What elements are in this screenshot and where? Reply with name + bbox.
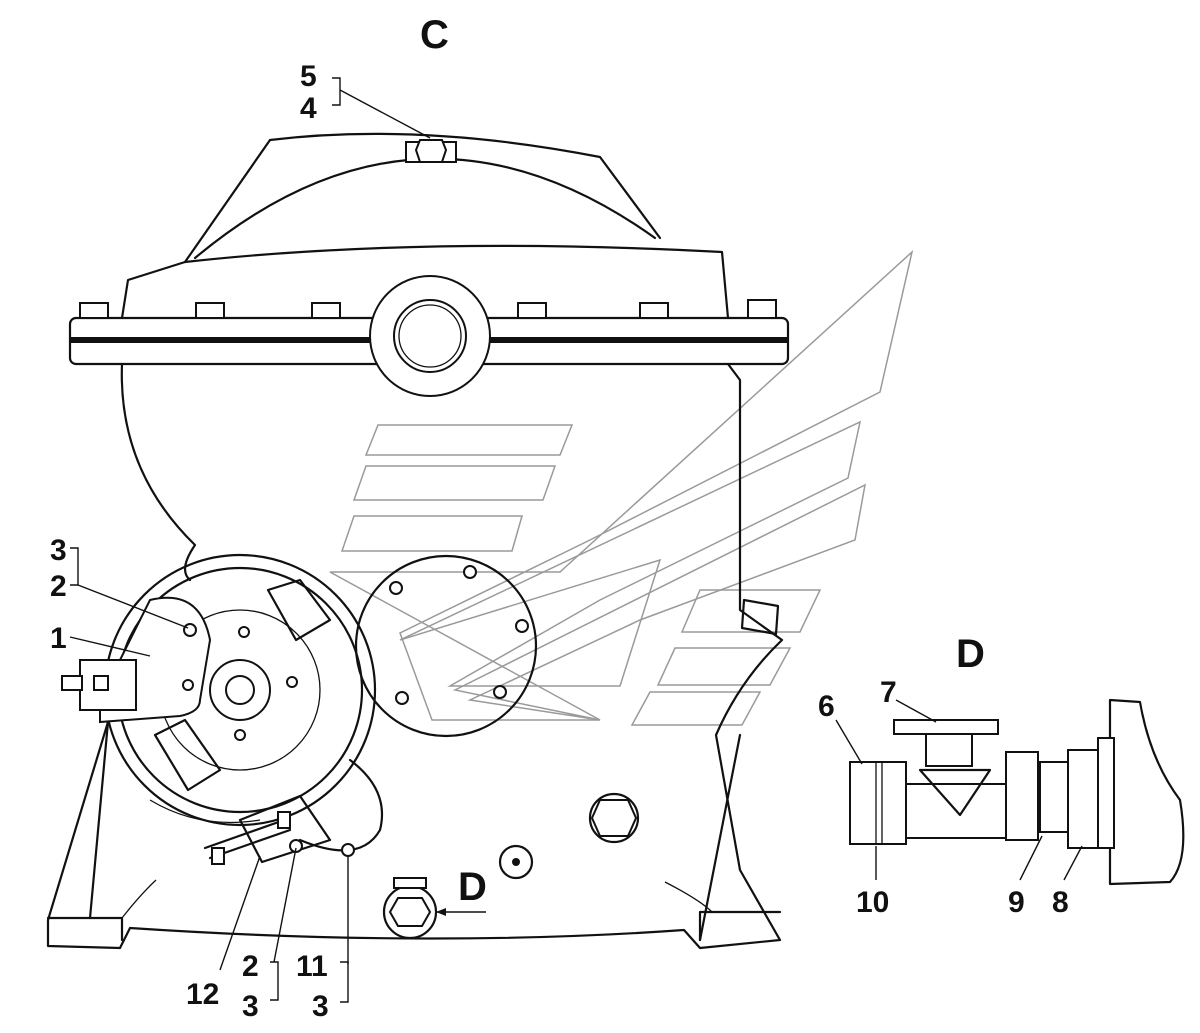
callout-3-bottom-right: 3 [312,990,329,1023]
flange-bolts [79,299,777,319]
top-cover-arc [193,157,657,260]
callout-1: 1 [50,622,67,655]
sensor-bracket [61,596,212,724]
callout-2-bottom: 2 [242,950,259,983]
callout-10: 10 [856,886,889,919]
callout-9: 9 [1008,886,1025,919]
callout-3-bottom: 3 [242,990,259,1023]
callout-4: 4 [300,92,317,125]
view-label-d-detail: D [956,632,985,676]
leader-lines [69,77,1083,1003]
watermark-logo [329,249,914,726]
callout-2-top-left: 2 [50,570,67,603]
pump-casing [46,132,790,950]
inspection-cover [354,554,538,738]
valve-handle [893,719,999,735]
lower-disc [203,758,384,865]
shaft-bore [393,299,467,373]
callout-8: 8 [1052,886,1069,919]
callout-5: 5 [300,60,317,93]
view-labels: C D D [420,13,985,909]
callout-11: 11 [296,950,328,983]
detail-d-valve [849,698,1185,886]
callout-6: 6 [818,690,835,723]
wall-section [1108,698,1185,886]
view-label-c: C [420,13,449,57]
callout-3-top-left: 3 [50,534,67,567]
volute-body [120,362,197,582]
top-cover [183,132,662,264]
callout-7: 7 [880,676,897,709]
casing-right-side [46,362,784,950]
view-label-d-arrow: D [458,865,487,909]
vent-plug [405,139,457,163]
callout-numbers: 5 4 3 2 1 12 2 3 11 3 6 7 10 9 8 [50,60,1069,1023]
callout-12: 12 [186,978,219,1011]
upper-housing [120,244,730,320]
drain-port [382,792,640,940]
